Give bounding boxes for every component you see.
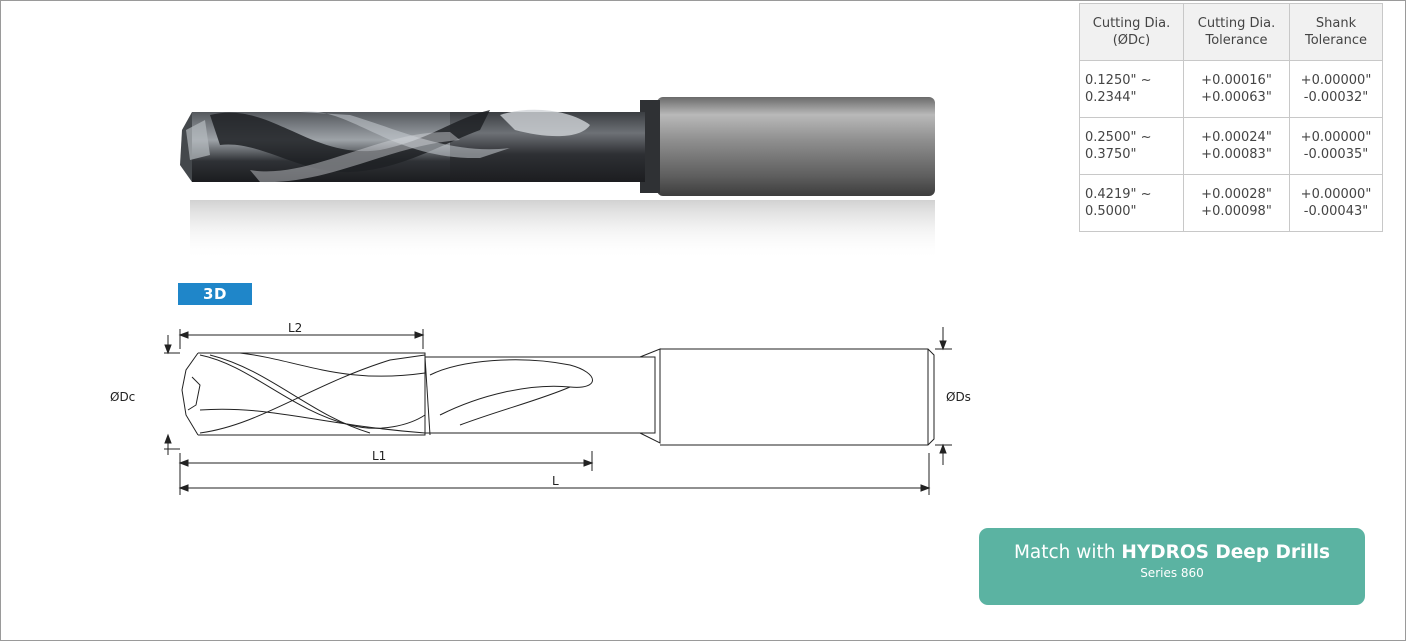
cell-dia-tolerance: +0.00016"+0.00063" [1183,60,1290,118]
callout-prefix: Match with [1013,542,1122,563]
cell-dia-tolerance: +0.00028"+0.00098" [1183,174,1290,232]
cell-dia-range: 0.2500" ~0.3750" [1079,117,1184,175]
table-row: 0.1250" ~0.2344" +0.00016"+0.00063" +0.0… [1079,60,1383,118]
table-row: 0.2500" ~0.3750" +0.00024"+0.00083" +0.0… [1079,117,1383,175]
cell-dia-range: 0.1250" ~0.2344" [1079,60,1184,118]
cell-shank-tolerance: +0.00000"-0.00035" [1289,117,1383,175]
header-shank-tolerance: Shank Tolerance [1289,3,1383,61]
callout-product: HYDROS Deep Drills [1121,542,1331,563]
table-header-row: Cutting Dia. (ØDc) Cutting Dia. Toleranc… [1079,3,1383,61]
header-cutting-dia: Cutting Dia. (ØDc) [1079,3,1184,61]
dim-l2-label: L2 [288,321,302,335]
length-badge: 3D [178,283,252,305]
header-cutting-dia-tolerance: Cutting Dia. Tolerance [1183,3,1290,61]
drill-drawing: L2 L1 L ØDc ØDs [110,321,971,495]
dim-dc-label: ØDc [110,390,135,404]
tolerance-table: Cutting Dia. (ØDc) Cutting Dia. Toleranc… [1079,3,1383,232]
cell-dia-range: 0.4219" ~0.5000" [1079,174,1184,232]
hydros-callout[interactable]: Match with HYDROS Deep Drills Series 860 [979,528,1365,605]
dim-l1-label: L1 [372,449,386,463]
dim-ds-label: ØDs [946,390,971,404]
cell-dia-tolerance: +0.00024"+0.00083" [1183,117,1290,175]
cell-shank-tolerance: +0.00000"-0.00043" [1289,174,1383,232]
cell-shank-tolerance: +0.00000"-0.00032" [1289,60,1383,118]
callout-series: Series 860 [1140,566,1204,580]
drill-photo [180,97,935,260]
callout-headline: Match with HYDROS Deep Drills [979,542,1365,563]
table-row: 0.4219" ~0.5000" +0.00028"+0.00098" +0.0… [1079,174,1383,232]
dim-l-label: L [552,474,559,488]
